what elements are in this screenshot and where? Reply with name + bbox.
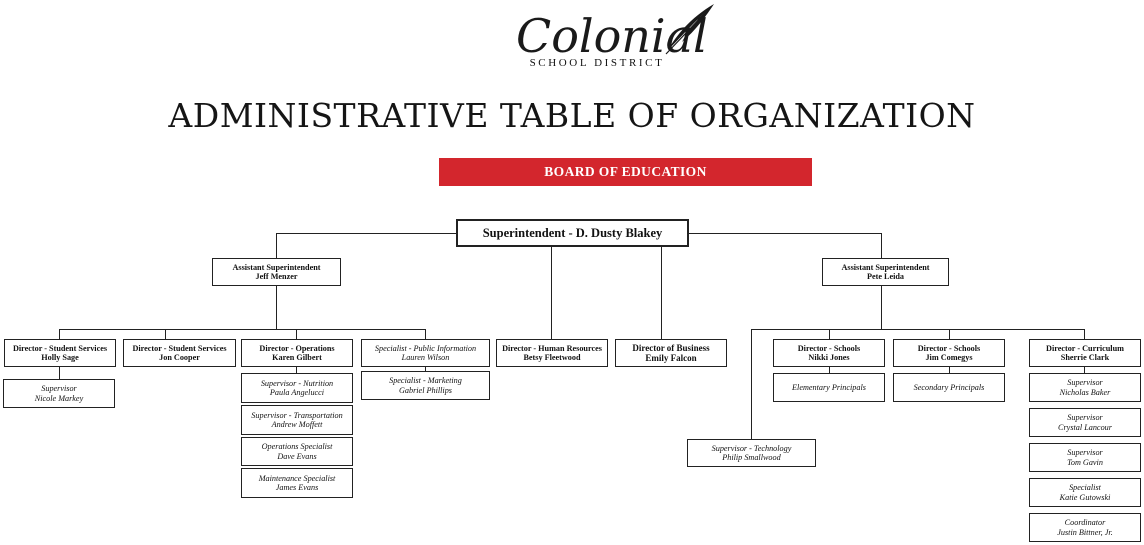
box-name: Philip Smallwood [722, 453, 781, 462]
box-title: Director of Business [632, 342, 710, 353]
box-title: Director - Student Services [12, 343, 108, 353]
box-name: Gabriel Phillips [399, 385, 452, 395]
supervisor-gavin-box: Supervisor Tom Gavin [1029, 443, 1141, 472]
director-curriculum-box: Director - Curriculum Sherrie Clark [1029, 339, 1141, 367]
box-name: James Evans [275, 483, 319, 492]
box-title: Supervisor - Technology [711, 443, 792, 453]
director-schools-2-box: Director - Schools Jim Comegys [893, 339, 1005, 367]
box-name: Dave Evans [277, 451, 317, 461]
box-name: Justin Bittner, Jr. [1057, 527, 1113, 537]
elementary-principals-box: Elementary Principals [773, 373, 885, 402]
box-title: Operations Specialist [261, 442, 333, 451]
box-title: Supervisor [1067, 413, 1103, 422]
box-title: Specialist - Marketing [389, 376, 462, 385]
box-title: Assistant Superintendent [841, 262, 930, 272]
box-name: Tom Gavin [1067, 457, 1103, 467]
box-title: Director - Student Services [132, 343, 227, 353]
box-title: Director - Operations [259, 343, 335, 353]
box-title: Supervisor [1067, 448, 1103, 457]
director-student-services-2-box: Director - Student Services Jon Cooper [123, 339, 236, 367]
box-title: Supervisor [41, 384, 77, 393]
box-name: Karen Gilbert [272, 353, 322, 362]
specialist-gutowski-box: Specialist Katie Gutowski [1029, 478, 1141, 507]
operations-specialist-box: Operations Specialist Dave Evans [241, 437, 353, 466]
page-title: ADMINISTRATIVE TABLE OF ORGANIZATION [168, 96, 976, 135]
coordinator-bittner-box: Coordinator Justin Bittner, Jr. [1029, 513, 1141, 542]
colonial-logo: Colonial [516, 4, 714, 62]
box-title: Supervisor [1067, 378, 1103, 387]
box-name: Andrew Moffett [271, 420, 323, 429]
board-of-education-banner: BOARD OF EDUCATION [439, 158, 812, 186]
board-label: BOARD OF EDUCATION [544, 164, 707, 179]
secondary-principals-box: Secondary Principals [893, 373, 1005, 402]
quill-feather-icon [665, 4, 714, 55]
asst-superintendent-left-box: Assistant Superintendent Jeff Menzer [212, 258, 341, 286]
box-name: Paula Angelucci [269, 388, 325, 397]
supervisor-technology-box: Supervisor - Technology Philip Smallwood [687, 439, 816, 467]
box-name: Sherrie Clark [1060, 353, 1110, 362]
box-name: Nikki Jones [808, 353, 850, 362]
box-title: Assistant Superintendent [232, 262, 321, 272]
box-title: Director - Schools [917, 343, 981, 353]
asst-superintendent-right-box: Assistant Superintendent Pete Leida [822, 258, 949, 286]
box-name: Crystal Lancour [1058, 422, 1112, 432]
maintenance-specialist-box: Maintenance Specialist James Evans [241, 468, 353, 498]
director-human-resources-box: Director - Human Resources Betsy Fleetwo… [496, 339, 608, 367]
box-name: Lauren Wilson [401, 353, 450, 362]
box-name: Nicholas Baker [1059, 387, 1111, 397]
box-title: Secondary Principals [913, 382, 985, 392]
supervisor-transportation-box: Supervisor - Transportation Andrew Moffe… [241, 405, 353, 435]
supervisor-baker-box: Supervisor Nicholas Baker [1029, 373, 1141, 402]
specialist-public-information-box: Specialist - Public Information Lauren W… [361, 339, 490, 367]
box-name: Jeff Menzer [255, 272, 298, 281]
box-title: Coordinator [1064, 518, 1106, 527]
box-title: Elementary Principals [792, 382, 866, 392]
superintendent-label: Superintendent - D. Dusty Blakey [482, 226, 663, 240]
logo-subtitle: SCHOOL DISTRICT [529, 57, 665, 69]
box-title: Maintenance Specialist [258, 473, 336, 483]
box-title: Supervisor - Transportation [251, 410, 343, 420]
box-title: Director - Curriculum [1046, 343, 1124, 353]
supervisor-nutrition-box: Supervisor - Nutrition Paula Angelucci [241, 373, 353, 403]
specialist-marketing-box: Specialist - Marketing Gabriel Phillips [361, 371, 490, 400]
box-name: Jon Cooper [159, 353, 200, 362]
box-name: Pete Leida [866, 272, 905, 281]
logo-wordmark: Colonial [516, 9, 708, 62]
director-of-business-box: Director of Business Emily Falcon [615, 339, 727, 367]
box-title: Supervisor - Nutrition [260, 378, 334, 388]
supervisor-markey-box: Supervisor Nicole Markey [3, 379, 115, 408]
superintendent-box: Superintendent - D. Dusty Blakey [456, 219, 689, 247]
director-student-services-1-box: Director - Student Services Holly Sage [4, 339, 116, 367]
director-schools-1-box: Director - Schools Nikki Jones [773, 339, 885, 367]
supervisor-lancour-box: Supervisor Crystal Lancour [1029, 408, 1141, 437]
box-title: Specialist [1069, 483, 1101, 492]
box-title: Specialist - Public Information [374, 343, 477, 353]
box-title: Director - Human Resources [502, 343, 602, 353]
box-name: Emily Falcon [645, 353, 697, 363]
box-name: Jim Comegys [925, 353, 973, 362]
box-name: Holly Sage [41, 353, 79, 362]
box-name: Betsy Fleetwood [523, 353, 581, 362]
box-name: Katie Gutowski [1059, 492, 1111, 502]
box-title: Director - Schools [797, 343, 861, 353]
box-name: Nicole Markey [34, 393, 84, 403]
director-operations-box: Director - Operations Karen Gilbert [241, 339, 353, 367]
